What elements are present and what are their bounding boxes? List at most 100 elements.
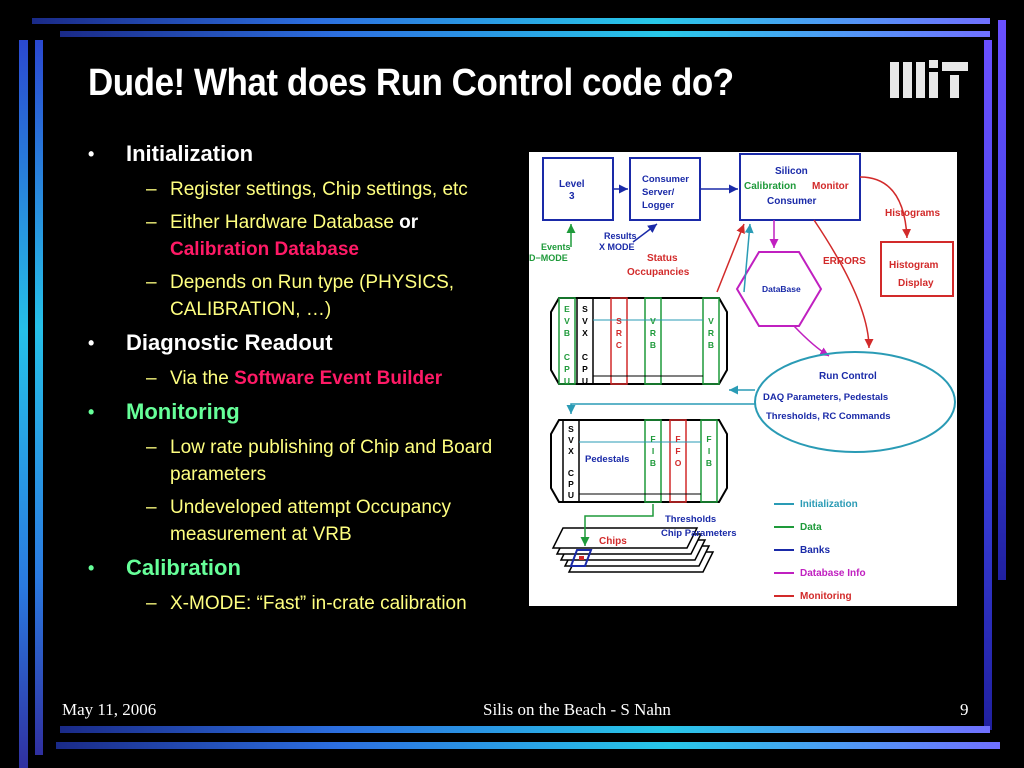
sub-bullet-dash: – — [146, 437, 157, 458]
mit-logo — [890, 56, 970, 105]
events-label: Events — [541, 242, 571, 252]
evb-cpu-letter: B — [564, 328, 570, 338]
svx-cpu-letter: X — [568, 446, 574, 456]
bullet-dot: • — [88, 558, 95, 578]
bullet-list: •Initialization–Register settings, Chip … — [88, 140, 518, 623]
dmode-label: D−MODE — [529, 253, 568, 263]
sub-bullet: –X-MODE: “Fast” in-crate calibration — [88, 590, 518, 617]
svx-cpu-letter: C — [568, 468, 574, 478]
frame-bottom-bar-2 — [56, 742, 1000, 749]
sub-bullet: –Depends on Run type (PHYSICS, CALIBRATI… — [88, 269, 518, 323]
silicon-calibration-monitor-consumer-box: Silicon Calibration Monitor Consumer — [739, 153, 861, 221]
bullet-monitoring: •Monitoring — [88, 398, 518, 426]
evb-cpu-letter: P — [564, 364, 570, 374]
sub-bullet: –Undeveloped attempt Occupancy measureme… — [88, 494, 518, 548]
sub-bullet-text: X-MODE: “Fast” in-crate calibration — [170, 593, 467, 614]
ffo-letter: O — [675, 458, 682, 468]
monitor-label: Monitor — [812, 181, 849, 192]
sub-bullet-dash: – — [146, 179, 157, 200]
vrb-letter: B — [650, 340, 656, 350]
sub-bullet-dash: – — [146, 593, 157, 614]
svx-cpu-letter: V — [568, 435, 574, 445]
frame-right-bar-2 — [998, 20, 1006, 580]
svx-cpu-letter: X — [582, 328, 588, 338]
sub-bullet-text: Register settings, Chip settings, etc — [170, 179, 468, 200]
evb-cpu-letter: U — [564, 376, 570, 386]
evb-cpu-letter: V — [564, 316, 570, 326]
vrb-letter: V — [650, 316, 656, 326]
sub-bullet-dash: – — [146, 368, 157, 389]
footer-page-number: 9 — [960, 700, 969, 719]
legend-label: Initialization — [800, 499, 858, 510]
status-label: Status — [647, 253, 678, 264]
level3-label-1: Level — [559, 179, 585, 190]
sub-bullet-text: Low rate publishing of Chip and Board pa… — [170, 437, 493, 485]
src-letter: S — [616, 316, 622, 326]
run-control-diagram: Level 3 Consumer Server/ Logger Silicon … — [529, 152, 957, 606]
bullet-label: Initialization — [126, 141, 254, 166]
sub-bullet-text: or — [399, 212, 419, 233]
sub-bullet: –Low rate publishing of Chip and Board p… — [88, 434, 518, 488]
sub-bullet: –Register settings, Chip settings, etc — [88, 176, 518, 203]
sub-bullet-text: Via the — [170, 368, 235, 389]
ffo-letter: F — [675, 434, 680, 444]
vrb-letter: R — [650, 328, 656, 338]
svx-cpu-letter: C — [582, 352, 588, 362]
svx-cpu-letter: S — [582, 304, 588, 314]
bullet-dot: • — [88, 402, 95, 422]
silicon-label: Silicon — [775, 166, 808, 177]
occupancies-label: Occupancies — [627, 267, 690, 278]
run-control-line-2: DAQ Parameters, Pedestals — [763, 392, 888, 403]
consumer-label-2: Server/ — [642, 187, 675, 198]
fib-letter: B — [650, 458, 656, 468]
errors-label: ERRORS — [823, 256, 866, 267]
calibration-label: Calibration — [744, 181, 796, 192]
bullet-calibration: • Calibration — [88, 554, 518, 582]
svx-cpu-letter: P — [568, 479, 574, 489]
legend-label: Monitoring — [800, 591, 852, 602]
sub-bullet-text: Software Event Builder — [234, 368, 443, 389]
sub-bullet-dash: – — [146, 212, 157, 233]
consumer-label: Consumer — [767, 196, 817, 207]
histogram-display-box: Histogram Display — [880, 241, 954, 297]
results-label: Results — [604, 231, 637, 241]
bullet-initialization: • Initialization — [88, 140, 518, 168]
bullet-label: Calibration — [126, 555, 241, 580]
run-control-line-3: Thresholds, RC Commands — [766, 411, 891, 422]
histogram-display-label-2: Display — [898, 278, 934, 289]
slide-title: Dude! What does Run Control code do? — [88, 62, 734, 104]
database-label: DataBase — [762, 284, 801, 294]
frame-top-bar — [32, 18, 990, 24]
src-letter: C — [616, 340, 622, 350]
histograms-label: Histograms — [885, 208, 940, 219]
frame-left-bar-2 — [35, 40, 43, 755]
consumer-label-3: Logger — [642, 200, 674, 211]
bullet-diagnostic-readout: •Diagnostic Readout — [88, 329, 518, 357]
evb-cpu-letter: E — [564, 304, 570, 314]
vrb-letter: R — [708, 328, 714, 338]
bullet-dot: • — [88, 144, 95, 164]
svx-cpu-letter: U — [582, 376, 588, 386]
vrb-letter: V — [708, 316, 714, 326]
bullet-label: Diagnostic Readout — [126, 330, 333, 355]
sub-bullet-dash: – — [146, 497, 157, 518]
histogram-display-label-1: Histogram — [889, 260, 939, 271]
run-control-title: Run Control — [819, 371, 877, 382]
frame-top-bar-2 — [60, 31, 990, 37]
fib-letter: I — [708, 446, 710, 456]
legend-label: Banks — [800, 545, 830, 556]
consumer-server-logger-box: Consumer Server/ Logger — [629, 157, 701, 221]
sub-bullet-text: Undeveloped attempt Occupancy measuremen… — [170, 497, 451, 545]
legend-label: Data — [800, 522, 822, 533]
pedestals-label: Pedestals — [585, 454, 629, 465]
chips-label: Chips — [599, 536, 627, 547]
svx-cpu-letter: P — [582, 364, 588, 374]
thresholds-label: Thresholds — [665, 514, 716, 525]
xmode-label: X MODE — [599, 242, 635, 252]
sub-bullet-text: Depends on Run type (PHYSICS, CALIBRATIO… — [170, 272, 455, 320]
sub-bullet-text: Either Hardware Database — [170, 212, 400, 233]
fib-letter: F — [650, 434, 655, 444]
sub-bullet-dash: – — [146, 272, 157, 293]
